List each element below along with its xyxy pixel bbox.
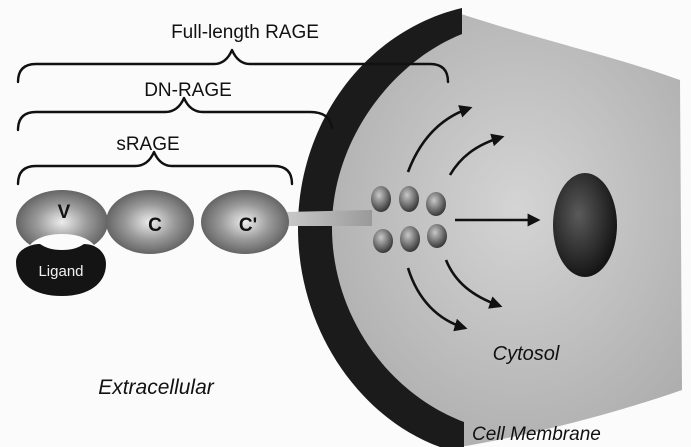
signaling-molecule: [426, 192, 446, 216]
label-cell-membrane: Cell Membrane: [472, 424, 601, 445]
label-domain-c: C: [148, 215, 162, 236]
label-domain-c-prime: C': [239, 215, 257, 236]
label-full-length-rage: Full-length RAGE: [171, 22, 319, 43]
signaling-molecule: [371, 186, 391, 212]
brace-srage: [18, 152, 292, 184]
label-extracellular: Extracellular: [98, 376, 215, 399]
signaling-molecule: [399, 186, 419, 212]
signaling-molecule: [400, 226, 420, 252]
label-ligand: Ligand: [38, 263, 83, 280]
label-dn-rage: DN-RAGE: [144, 80, 232, 101]
label-srage: sRAGE: [116, 134, 179, 155]
signaling-molecule: [427, 224, 447, 248]
label-domain-v: V: [58, 202, 71, 223]
brace-dn-rage: [18, 98, 332, 130]
label-cytosol: Cytosol: [493, 343, 560, 365]
transmembrane-tail: [285, 210, 372, 226]
nucleus: [553, 173, 617, 277]
signaling-molecule: [373, 229, 393, 253]
